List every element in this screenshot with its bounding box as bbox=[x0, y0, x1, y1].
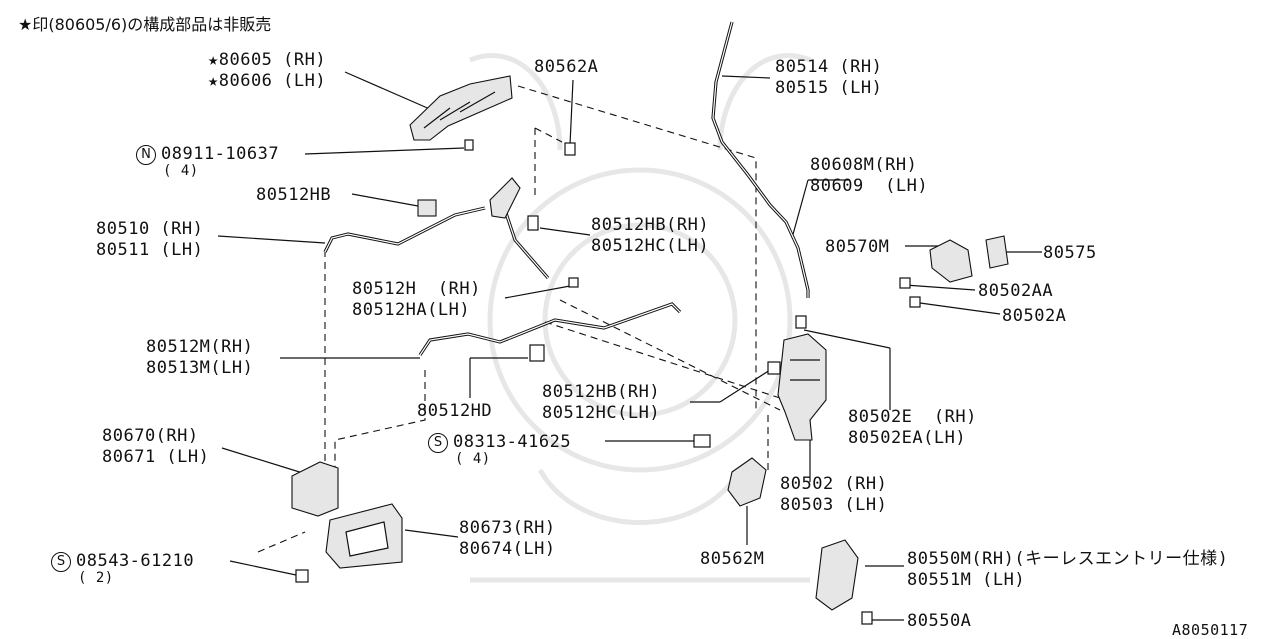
door-lock-actuator bbox=[777, 333, 827, 441]
label-80609: 80609 (LH) bbox=[810, 176, 929, 196]
label-08543-qty: ( 2) bbox=[78, 570, 114, 586]
label-80674: 80674(LH) bbox=[459, 539, 556, 559]
label-08543: 08543-61210 bbox=[76, 551, 195, 571]
label-80512HD: 80512HD bbox=[417, 401, 493, 421]
label-80606: ★80606 (LH) bbox=[208, 71, 327, 91]
label-80512HC-low: 80512HC(LH) bbox=[542, 403, 661, 423]
label-80502AA: 80502AA bbox=[978, 281, 1054, 301]
label-80575: 80575 bbox=[1043, 243, 1097, 263]
label-80502E: 80502E (RH) bbox=[848, 407, 977, 427]
label-80511: 80511 (LH) bbox=[96, 240, 204, 260]
label-80502: 80502 (RH) bbox=[780, 474, 888, 494]
label-80608M: 80608M(RH) bbox=[810, 155, 918, 175]
dashed-assembly-lines bbox=[257, 85, 781, 553]
rods bbox=[323, 21, 810, 356]
label-80562M: 80562M bbox=[700, 549, 765, 569]
label-80512HA: 80512HA(LH) bbox=[352, 300, 471, 320]
label-80502EA: 80502EA(LH) bbox=[848, 428, 967, 448]
label-80512HC-mid: 80512HC(LH) bbox=[591, 236, 710, 256]
n-symbol-icon: N bbox=[136, 145, 156, 165]
label-80605: ★80605 (RH) bbox=[208, 50, 327, 70]
label-80513M: 80513M(LH) bbox=[146, 358, 254, 378]
leader-lines bbox=[217, 71, 1042, 621]
label-80550A: 80550A bbox=[907, 611, 972, 631]
label-08911: 08911-10637 bbox=[161, 144, 280, 164]
label-08313-qty: ( 4) bbox=[455, 451, 491, 467]
label-80671: 80671 (LH) bbox=[102, 447, 210, 467]
label-08911-qty: ( 4) bbox=[163, 163, 199, 179]
inside-handle-escutcheon bbox=[291, 461, 403, 569]
label-80673: 80673(RH) bbox=[459, 518, 556, 538]
label-80551M: 80551M (LH) bbox=[907, 570, 1026, 590]
diagram-code: A8050117 bbox=[1172, 621, 1249, 639]
watermark-emblem bbox=[469, 53, 811, 583]
s-symbol-icon-2: S bbox=[51, 552, 71, 572]
clip-parts bbox=[295, 139, 921, 625]
label-80550M: 80550M(RH)(キーレスエントリー仕様) bbox=[907, 549, 1229, 569]
lock-motor-80562M bbox=[727, 457, 767, 507]
label-80570M: 80570M bbox=[825, 237, 890, 257]
keyless-unit bbox=[815, 539, 859, 611]
label-80515: 80515 (LH) bbox=[775, 78, 883, 98]
label-08313: 08313-41625 bbox=[453, 432, 572, 452]
label-80512HB-low: 80512HB(RH) bbox=[542, 382, 661, 402]
label-80670: 80670(RH) bbox=[102, 426, 199, 446]
label-80502A: 80502A bbox=[1002, 306, 1067, 326]
striker-plate bbox=[929, 235, 1009, 283]
s-symbol-icon: S bbox=[428, 433, 448, 453]
label-80512M: 80512M(RH) bbox=[146, 337, 254, 357]
label-80562A: 80562A bbox=[534, 57, 599, 77]
label-80512HB-mid: 80512HB(RH) bbox=[591, 215, 710, 235]
label-80512HB-top: 80512HB bbox=[256, 185, 332, 205]
label-80512H: 80512H (RH) bbox=[352, 279, 481, 299]
label-80514: 80514 (RH) bbox=[775, 57, 883, 77]
note-non-sale-parts: ★印(80605/6)の構成部品は非販売 bbox=[18, 15, 272, 34]
key-cylinder-bracket bbox=[489, 177, 521, 219]
label-80510: 80510 (RH) bbox=[96, 219, 204, 239]
outside-handle bbox=[409, 75, 513, 141]
label-80503: 80503 (LH) bbox=[780, 495, 888, 515]
